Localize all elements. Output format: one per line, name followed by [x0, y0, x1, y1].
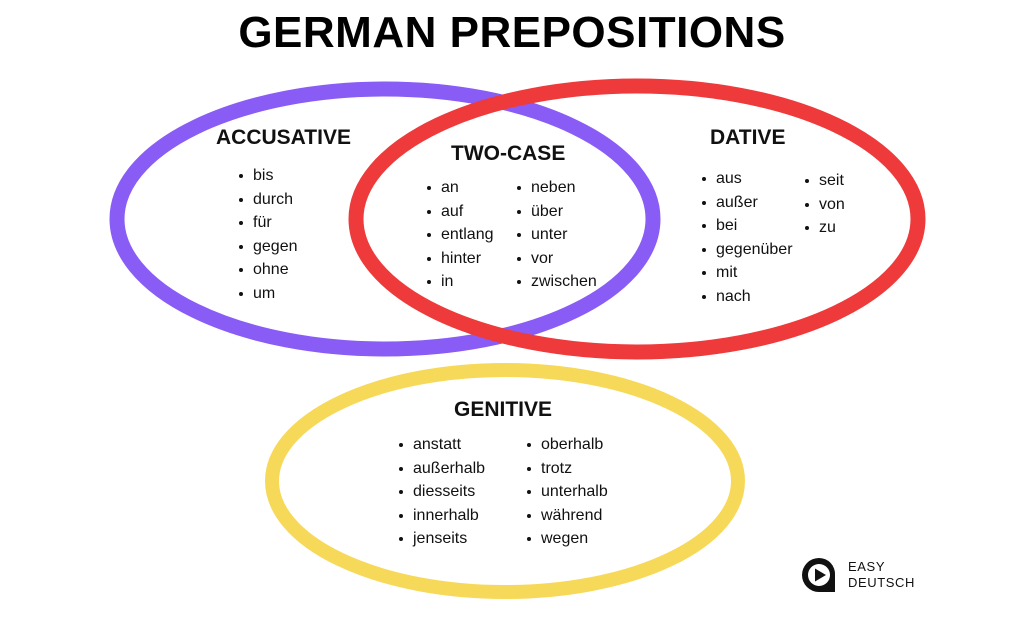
list-item: anstatt [397, 433, 485, 457]
list-item: gegenüber [700, 238, 793, 262]
list-item: nach [700, 285, 793, 309]
list-item: vor [515, 247, 597, 271]
list-item: von [803, 193, 845, 217]
dative-heading: DATIVE [710, 126, 786, 149]
list-item: mit [700, 261, 793, 285]
list-item: für [237, 211, 298, 235]
list-item: an [425, 176, 494, 200]
list-item: außer [700, 191, 793, 215]
two-case-heading: TWO-CASE [451, 142, 566, 165]
accusative-ring [109, 81, 661, 357]
list-item: seit [803, 169, 845, 193]
logo-text-line1: EASY [848, 559, 886, 574]
accusative-heading: ACCUSATIVE [216, 126, 351, 149]
list-item: bis [237, 164, 298, 188]
list-item: trotz [525, 457, 608, 481]
genitive-ring [265, 363, 745, 599]
list-item: in [425, 270, 494, 294]
list-item: innerhalb [397, 504, 485, 528]
easy-deutsch-logo: EASY DEUTSCH [800, 556, 915, 594]
list-item: unter [515, 223, 597, 247]
list-item: gegen [237, 235, 298, 259]
list-item: diesseits [397, 480, 485, 504]
list-item: zwischen [515, 270, 597, 294]
list-item: unterhalb [525, 480, 608, 504]
list-item: zu [803, 216, 845, 240]
list-item: jenseits [397, 527, 485, 551]
list-item: entlang [425, 223, 494, 247]
play-speech-bubble-icon [802, 557, 836, 592]
logo-text-line2: DEUTSCH [848, 575, 916, 590]
list-item: hinter [425, 247, 494, 271]
list-item: während [525, 504, 608, 528]
list-item: durch [237, 188, 298, 212]
genitive-heading: GENITIVE [454, 398, 553, 421]
list-item: auf [425, 200, 494, 224]
list-item: neben [515, 176, 597, 200]
list-item: oberhalb [525, 433, 608, 457]
list-item: ohne [237, 258, 298, 282]
list-item: außerhalb [397, 457, 485, 481]
list-item: aus [700, 167, 793, 191]
list-item: über [515, 200, 597, 224]
page-title: GERMAN PREPOSITIONS [238, 8, 786, 57]
list-item: um [237, 282, 298, 306]
list-item: bei [700, 214, 793, 238]
list-item: wegen [525, 527, 608, 551]
dative-ring [348, 78, 926, 360]
